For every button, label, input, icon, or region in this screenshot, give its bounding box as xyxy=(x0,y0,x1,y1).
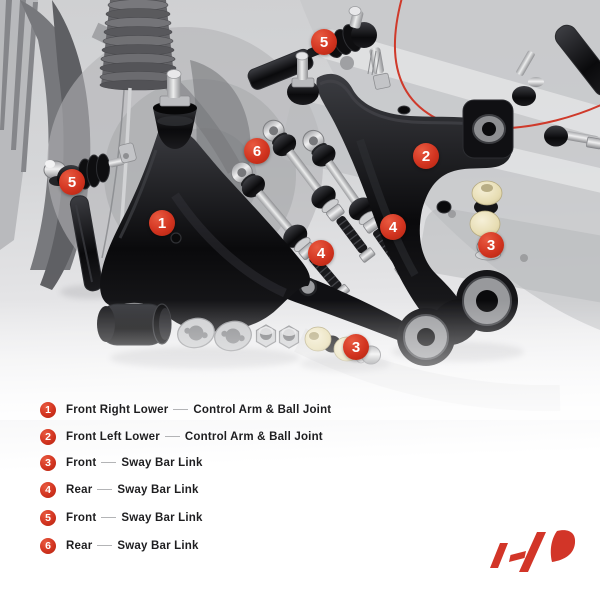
legend-badge-3: 3 xyxy=(40,454,56,471)
legend-location-3: Front xyxy=(66,456,97,469)
legend-item-4: 4 Rear Sway Bar Link xyxy=(40,481,199,498)
legend-badge-2: 2 xyxy=(40,428,56,445)
legend-item-3: 3 Front Sway Bar Link xyxy=(40,454,203,471)
legend-part-4: Sway Bar Link xyxy=(117,483,199,496)
legend-connector-line xyxy=(164,436,180,437)
part-marker-4-right-label: 4 xyxy=(388,218,398,236)
red-accent-curve xyxy=(393,0,600,130)
legend-item-5: 5 Front Sway Bar Link xyxy=(40,509,203,526)
part-marker-3-right: 3 xyxy=(478,232,504,258)
legend-location-4: Rear xyxy=(66,483,93,496)
link-parts-top-right xyxy=(512,24,600,150)
legend-item-2: 2 Front Left Lower Control Arm & Ball Jo… xyxy=(40,428,323,445)
legend-part-2: Control Arm & Ball Joint xyxy=(184,430,323,443)
part-marker-5-left: 5 xyxy=(59,169,85,195)
ap-monogram-logo-icon xyxy=(486,512,586,593)
legend-part-3: Sway Bar Link xyxy=(121,456,203,469)
legend-badge-6: 6 xyxy=(40,537,56,554)
part-marker-4-right: 4 xyxy=(380,214,406,240)
legend-connector-line xyxy=(97,489,113,490)
legend: 1 Front Right Lower Control Arm & Ball J… xyxy=(40,395,370,565)
legend-item-1: 1 Front Right Lower Control Arm & Ball J… xyxy=(40,401,331,418)
part-marker-1-label: 1 xyxy=(157,214,167,232)
part-marker-6: 6 xyxy=(244,138,270,164)
part-marker-1: 1 xyxy=(149,210,175,236)
part-marker-5-top-label: 5 xyxy=(319,33,329,51)
part-marker-2: 2 xyxy=(413,143,439,169)
photo-fade xyxy=(0,300,600,420)
legend-badge-5: 5 xyxy=(40,509,56,526)
legend-badge-4: 4 xyxy=(40,481,56,498)
part-marker-3-right-label: 3 xyxy=(486,236,496,254)
part-marker-3-bottom-label: 3 xyxy=(351,338,361,356)
legend-badge-1: 1 xyxy=(40,401,56,418)
legend-location-1: Front Right Lower xyxy=(66,403,169,416)
legend-connector-line xyxy=(97,545,113,546)
part-marker-5-top: 5 xyxy=(311,29,337,55)
part-marker-2-label: 2 xyxy=(421,147,431,165)
legend-location-6: Rear xyxy=(66,539,93,552)
part-marker-6-label: 6 xyxy=(252,142,262,160)
part-marker-3-bottom: 3 xyxy=(343,334,369,360)
legend-location-5: Front xyxy=(66,511,97,524)
legend-part-5: Sway Bar Link xyxy=(121,511,203,524)
legend-connector-line xyxy=(173,409,189,410)
legend-connector-line xyxy=(101,517,117,518)
part-marker-5-left-label: 5 xyxy=(67,173,77,191)
legend-part-1: Control Arm & Ball Joint xyxy=(193,403,332,416)
part-marker-4-left: 4 xyxy=(308,240,334,266)
part-marker-4-left-label: 4 xyxy=(316,244,326,262)
legend-part-6: Sway Bar Link xyxy=(117,539,199,552)
legend-connector-line xyxy=(101,462,117,463)
legend-location-2: Front Left Lower xyxy=(66,430,160,443)
legend-item-6: 6 Rear Sway Bar Link xyxy=(40,537,199,554)
